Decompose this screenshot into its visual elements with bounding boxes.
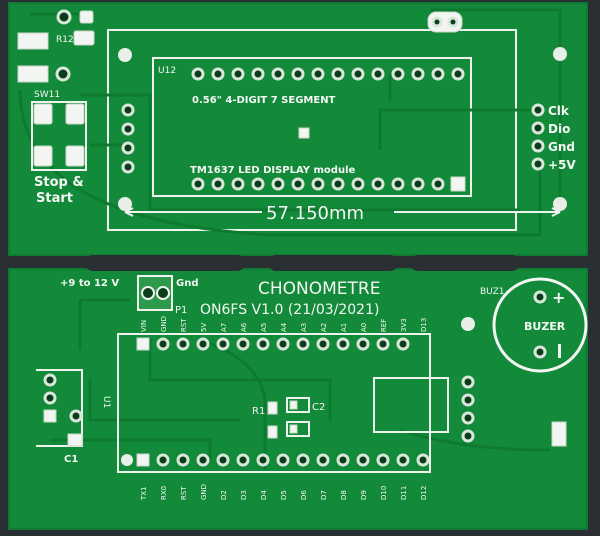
r1-label: R1 bbox=[252, 406, 265, 417]
svg-text:RST: RST bbox=[180, 486, 188, 500]
smd-pad-right bbox=[551, 421, 567, 447]
supply-label: +9 to 12 V bbox=[60, 278, 119, 289]
pin-clk: Clk bbox=[548, 104, 570, 118]
r12-body bbox=[17, 32, 49, 50]
svg-text:A4: A4 bbox=[280, 322, 288, 332]
svg-text:A5: A5 bbox=[260, 323, 268, 332]
gnd-label: Gnd bbox=[176, 278, 199, 289]
r12-smd-pad bbox=[73, 30, 95, 46]
c2-label: C2 bbox=[312, 402, 325, 413]
svg-text:D13: D13 bbox=[420, 318, 428, 332]
board-title: CHONOMETRE bbox=[258, 279, 380, 299]
svg-text:VIN: VIN bbox=[140, 320, 148, 332]
component-outline bbox=[373, 377, 449, 433]
top-pin-labels: VIN GND RST 5V A7 A6 A5 A4 A3 A2 A1 A0 R… bbox=[140, 316, 428, 332]
bottom-pin-row bbox=[136, 453, 430, 467]
u12-label: U12 bbox=[158, 66, 176, 76]
svg-text:REF: REF bbox=[380, 319, 388, 332]
svg-text:GND: GND bbox=[160, 316, 168, 332]
svg-text:D9: D9 bbox=[360, 490, 368, 500]
stop-start-line1: Stop & bbox=[34, 175, 84, 190]
svg-text:A6: A6 bbox=[240, 322, 248, 332]
mount-hole-bl1 bbox=[121, 454, 133, 466]
u1-label: U1 bbox=[101, 396, 111, 408]
svg-text:A0: A0 bbox=[360, 323, 368, 332]
module-description: TM1637 LED DISPLAY module bbox=[190, 165, 355, 176]
r12-label: R12 bbox=[56, 35, 74, 45]
arduino-outline bbox=[117, 333, 431, 473]
svg-text:D6: D6 bbox=[300, 490, 308, 500]
display-module-outline bbox=[107, 29, 517, 231]
svg-text:RST: RST bbox=[180, 318, 188, 332]
mount-hole-bl bbox=[118, 197, 132, 211]
display-body-outline bbox=[152, 57, 472, 197]
right-pin-column bbox=[461, 375, 475, 443]
pin-dio: Dio bbox=[548, 122, 570, 136]
center-pad bbox=[298, 127, 310, 139]
top-pin-row bbox=[136, 337, 410, 351]
svg-text:A2: A2 bbox=[320, 323, 328, 332]
buzzer-outline bbox=[492, 277, 588, 373]
svg-text:D3: D3 bbox=[240, 490, 248, 500]
buzzer-ref: BUZ1 bbox=[480, 287, 505, 297]
svg-text:RX0: RX0 bbox=[160, 486, 168, 500]
mount-hole-tl bbox=[118, 48, 132, 62]
svg-text:A7: A7 bbox=[220, 323, 228, 332]
buzzer-plus: + bbox=[552, 288, 565, 307]
svg-text:A3: A3 bbox=[300, 323, 308, 332]
svg-text:TX1: TX1 bbox=[140, 486, 148, 501]
svg-text:D11: D11 bbox=[400, 486, 408, 500]
svg-text:D8: D8 bbox=[340, 490, 348, 500]
display-pcb bbox=[8, 2, 588, 256]
svg-text:D2: D2 bbox=[220, 490, 228, 500]
stop-start-line2: Start bbox=[36, 191, 73, 206]
svg-text:3V3: 3V3 bbox=[400, 318, 408, 332]
c1-label: C1 bbox=[64, 454, 78, 465]
mount-hole-tr bbox=[553, 47, 567, 61]
display-description: 0.56" 4-DIGIT 7 SEGMENT bbox=[192, 95, 336, 106]
svg-text:GND: GND bbox=[200, 484, 208, 500]
u1-outline bbox=[36, 369, 83, 447]
pin-5v: +5V bbox=[548, 158, 576, 172]
sw11-body bbox=[17, 65, 49, 83]
pin-gnd: Gnd bbox=[548, 140, 575, 154]
r12-pad-1 bbox=[56, 9, 72, 25]
r12-pad-2 bbox=[79, 10, 94, 24]
svg-text:D5: D5 bbox=[280, 490, 288, 500]
sw11-label: SW11 bbox=[34, 90, 60, 100]
display-header-top bbox=[191, 67, 465, 81]
right-header bbox=[531, 103, 545, 171]
p1-label: P1 bbox=[175, 305, 187, 316]
sw11-pad bbox=[55, 66, 71, 82]
board-subtitle: ON6FS V1.0 (21/03/2021) bbox=[200, 302, 379, 318]
dimension-label: 57.150mm bbox=[266, 203, 364, 224]
c2-outline bbox=[286, 397, 310, 413]
svg-text:A1: A1 bbox=[340, 323, 348, 332]
display-header-bottom bbox=[191, 176, 466, 192]
svg-text:D7: D7 bbox=[320, 490, 328, 500]
sw11-outline bbox=[31, 101, 87, 171]
mount-hole-br1 bbox=[461, 317, 475, 331]
buzzer-label: BUZER bbox=[524, 320, 566, 333]
svg-text:D4: D4 bbox=[260, 490, 268, 500]
svg-text:D10: D10 bbox=[380, 486, 388, 500]
svg-text:D12: D12 bbox=[420, 486, 428, 500]
bottom-pin-labels: TX1 RX0 RST GND D2 D3 D4 D5 D6 D7 D8 D9 … bbox=[140, 484, 428, 501]
left-header bbox=[121, 103, 135, 174]
mount-hole-br bbox=[553, 197, 567, 211]
svg-text:5V: 5V bbox=[200, 323, 208, 332]
